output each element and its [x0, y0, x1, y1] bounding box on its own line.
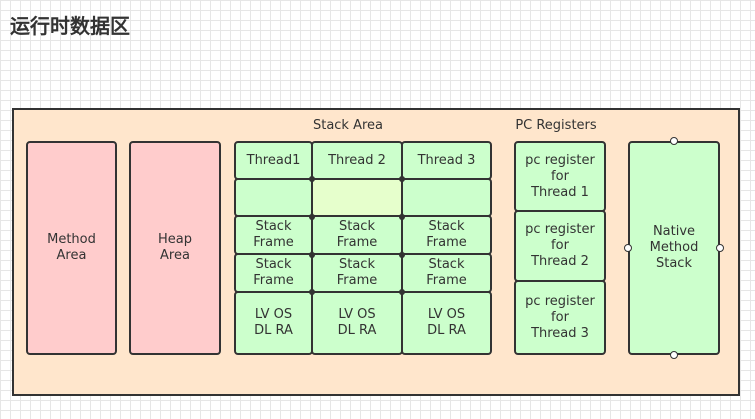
thread-1-stack-frame-2[interactable]: Stack Frame [234, 253, 313, 293]
resize-handle-top[interactable] [670, 137, 678, 145]
thread-3-stack-frame-2[interactable]: Stack Frame [401, 253, 492, 293]
page-title: 运行时数据区 [10, 14, 130, 38]
junction-dot [309, 176, 315, 182]
thread-2-header[interactable]: Thread 2 [311, 141, 403, 180]
resize-handle-right[interactable] [716, 244, 724, 252]
thread-3-stack-frame-1[interactable]: Stack Frame [401, 215, 492, 255]
pc-register-thread-3[interactable]: pc register for Thread 3 [514, 280, 606, 355]
junction-dot [309, 214, 315, 220]
thread-2-stack-frame-2[interactable]: Stack Frame [311, 253, 403, 293]
thread-3-empty-cell[interactable] [401, 178, 492, 217]
thread-2-stack-frame-1[interactable]: Stack Frame [311, 215, 403, 255]
pc-register-thread-1[interactable]: pc register for Thread 1 [514, 141, 606, 212]
thread-1-empty-cell[interactable] [234, 178, 313, 217]
resize-handle-left[interactable] [624, 244, 632, 252]
junction-dot [399, 176, 405, 182]
method-area-box[interactable]: Method Area [26, 141, 117, 355]
thread-2-locals[interactable]: LV OS DL RA [311, 291, 403, 355]
thread-1-stack-frame-1[interactable]: Stack Frame [234, 215, 313, 255]
thread-2-empty-cell[interactable] [311, 178, 403, 217]
thread-1-header[interactable]: Thread1 [234, 141, 313, 180]
junction-dot [309, 289, 315, 295]
pc-register-thread-2[interactable]: pc register for Thread 2 [514, 210, 606, 282]
thread-1-locals[interactable]: LV OS DL RA [234, 291, 313, 355]
native-method-stack-box[interactable]: Native Method Stack [628, 141, 720, 355]
junction-dot [309, 252, 315, 258]
junction-dot [399, 289, 405, 295]
thread-3-header[interactable]: Thread 3 [401, 141, 492, 180]
junction-dot [399, 252, 405, 258]
thread-3-locals[interactable]: LV OS DL RA [401, 291, 492, 355]
resize-handle-bottom[interactable] [670, 351, 678, 359]
heap-area-box[interactable]: Heap Area [129, 141, 221, 355]
junction-dot [399, 214, 405, 220]
pc-registers-label: PC Registers [515, 118, 597, 133]
stack-area-label: Stack Area [312, 118, 384, 133]
